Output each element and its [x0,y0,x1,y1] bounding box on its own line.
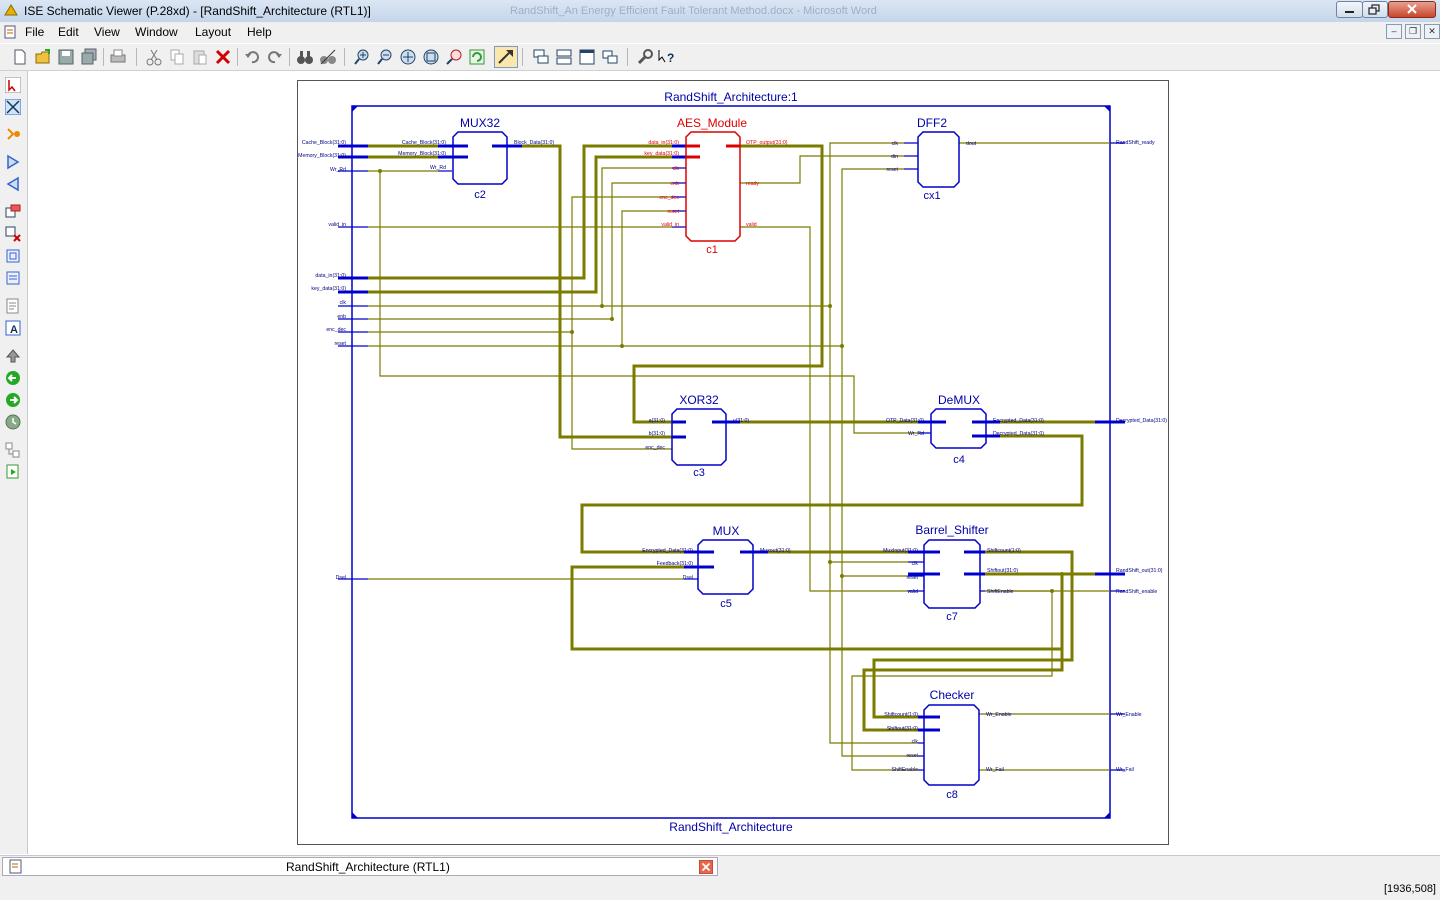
properties-icon[interactable] [636,48,654,66]
menu-layout[interactable]: Layout [195,25,232,39]
minimize-button[interactable] [1336,1,1363,18]
left-toolbar: A [0,71,28,854]
save-icon[interactable] [57,48,75,66]
text-annotation-icon[interactable]: A [5,320,21,336]
mdi-restore-button[interactable]: ❐ [1405,24,1421,39]
redo-icon[interactable] [266,48,284,66]
restore-icon [1368,4,1380,15]
history-icon[interactable] [5,414,21,430]
menu-file[interactable]: File [25,25,45,39]
push-into-icon[interactable] [5,154,21,170]
menu-help[interactable]: Help [247,25,272,39]
undo-icon[interactable] [243,48,261,66]
context-help-icon[interactable]: ? [657,48,675,66]
svg-text:?: ? [667,51,674,65]
close-tab-icon[interactable] [699,860,713,874]
arrange-windows-icon[interactable] [601,48,619,66]
zoom-in-icon[interactable] [353,48,371,66]
open-folder-icon[interactable] [34,48,52,66]
select-icon[interactable] [5,77,21,93]
view-source-icon[interactable] [5,298,21,314]
mdi-minimize-button[interactable]: – [1386,24,1402,39]
zoom-fit-icon[interactable] [399,48,417,66]
document-icon [4,25,16,39]
print-icon[interactable] [109,48,127,66]
maximize-button[interactable] [1362,1,1388,18]
back-icon[interactable] [5,370,21,386]
run-icon[interactable] [5,464,21,480]
svg-text:A: A [10,324,18,336]
schematic-doc-icon [9,859,22,874]
hierarchy-icon[interactable] [5,442,21,458]
upload-icon[interactable] [5,348,21,364]
mdi-close-button[interactable]: ✕ [1424,24,1440,39]
remove-symbol-icon[interactable] [5,226,21,242]
save-all-icon[interactable] [80,48,98,66]
refresh-icon[interactable] [468,48,486,66]
menu-view[interactable]: View [94,25,120,39]
ise-app-icon [4,4,18,16]
zoom-out-icon[interactable] [376,48,394,66]
find-next-icon[interactable] [319,48,337,66]
zoom-selection-icon[interactable] [445,48,463,66]
zoom-full-icon[interactable] [422,48,440,66]
view-symbol-icon[interactable] [5,248,21,264]
cursor-coordinates: [1936,508] [1384,883,1436,895]
close-icon [1407,4,1417,14]
expand-icon[interactable] [5,126,21,142]
window-title: ISE Schematic Viewer (P.28xd) - [RandShi… [24,4,371,18]
background-window-title: RandShift_An Energy Efficient Fault Tole… [510,5,877,17]
status-bar: [1936,508] [0,878,1440,900]
pan-tool-button[interactable] [494,46,518,68]
menu-edit[interactable]: Edit [58,25,79,39]
document-tab[interactable]: RandShift_Architecture (RTL1) [2,857,718,876]
menu-bar: File Edit View Window Layout Help [0,22,1440,43]
schematic-sheet [297,80,1169,845]
title-bar: ISE Schematic Viewer (P.28xd) - [RandShi… [0,0,1440,23]
forward-icon[interactable] [5,392,21,408]
select-net-icon[interactable] [5,99,21,115]
cut-icon[interactable] [145,48,163,66]
minimize-icon [1345,11,1354,13]
pop-out-icon[interactable] [5,176,21,192]
close-button[interactable] [1388,1,1436,18]
menu-window[interactable]: Window [135,25,178,39]
delete-icon[interactable] [214,48,232,66]
find-icon[interactable] [296,48,314,66]
main-toolbar: ? [0,44,1440,71]
cascade-windows-icon[interactable] [532,48,550,66]
tile-horizontal-icon[interactable] [555,48,573,66]
add-symbol-icon[interactable] [5,204,21,220]
document-tab-label: RandShift_Architecture (RTL1) [286,860,450,874]
new-file-icon[interactable] [11,48,29,66]
pan-icon [498,50,513,64]
paste-icon[interactable] [191,48,209,66]
view-list-icon[interactable] [5,270,21,286]
tile-vertical-icon[interactable] [578,48,596,66]
copy-icon[interactable] [168,48,186,66]
